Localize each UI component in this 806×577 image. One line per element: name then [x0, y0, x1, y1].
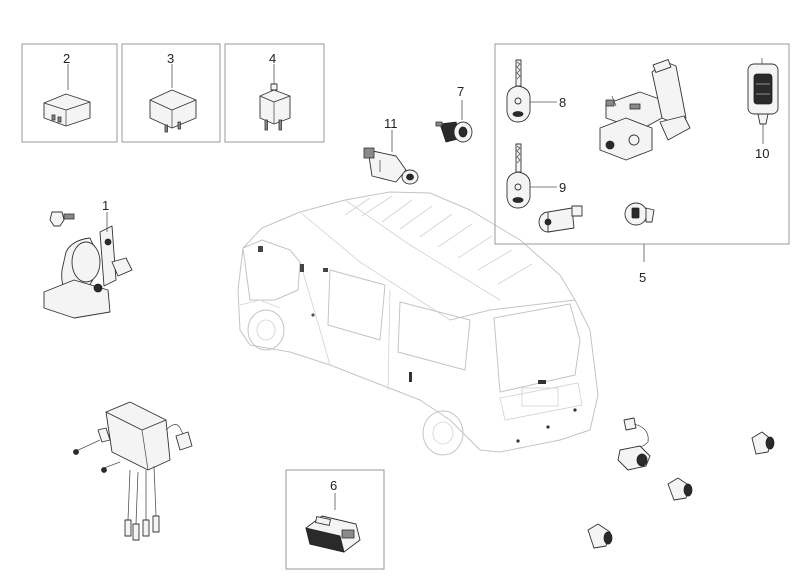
key-part-8[interactable]	[506, 59, 531, 123]
parking-sensor-1[interactable]	[751, 431, 775, 455]
callout-7: 7	[457, 84, 464, 99]
door-lock-cylinder[interactable]	[538, 205, 583, 233]
callout-10: 10	[755, 146, 769, 161]
parking-sensor-2[interactable]	[667, 477, 693, 501]
switch-box-6: 6	[285, 469, 385, 570]
parking-sensor-3[interactable]	[587, 523, 613, 549]
callout-6: 6	[330, 478, 337, 493]
callout-5: 5	[639, 270, 646, 285]
callout-4: 4	[269, 51, 276, 66]
relay-box-2: 2	[21, 43, 118, 143]
callout-9: 9	[559, 180, 566, 195]
lock-cylinder-part-7[interactable]	[435, 121, 473, 143]
callout-3: 3	[167, 51, 174, 66]
lock-set-box-5: 5 8 9	[494, 43, 790, 285]
callout-1: 1	[102, 198, 109, 213]
switch-part-11[interactable]	[363, 147, 419, 185]
control-module-assembly[interactable]	[73, 401, 193, 541]
horn-part-1[interactable]	[43, 211, 133, 319]
callout-2: 2	[63, 51, 70, 66]
switch-part-6[interactable]	[305, 515, 361, 553]
key-part-9[interactable]	[506, 143, 531, 209]
callout-8: 8	[559, 95, 566, 110]
relay-box-3: 3	[121, 43, 221, 143]
callout-11: 11	[384, 116, 398, 131]
van-illustration	[237, 191, 599, 456]
relay-part-2[interactable]	[43, 93, 91, 127]
relay-box-4: 4	[224, 43, 325, 143]
ignition-lock-assembly[interactable]	[599, 59, 691, 161]
relay-part-4[interactable]	[259, 83, 291, 131]
relay-part-3[interactable]	[149, 89, 197, 133]
parking-sensor-harness[interactable]	[617, 417, 651, 471]
trunk-lock-cylinder[interactable]	[624, 202, 655, 226]
remote-key-part-10[interactable]	[747, 58, 779, 125]
